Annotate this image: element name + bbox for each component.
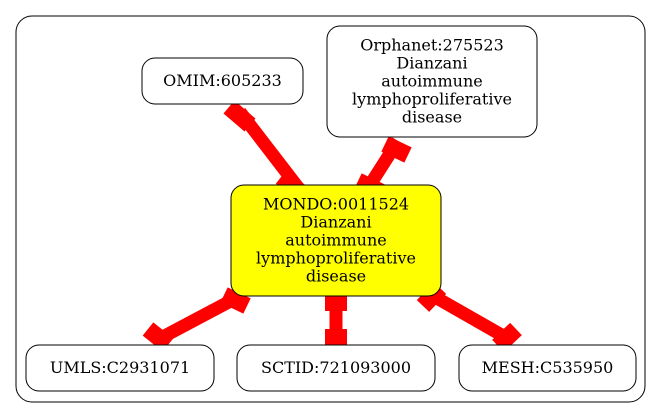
edge-omim-mondo — [223, 100, 309, 201]
node-mondo-line: disease — [306, 267, 366, 286]
node-mesh: MESH:C535950 — [458, 344, 637, 392]
node-mesh-line: MESH:C535950 — [482, 358, 614, 377]
node-orphanet-line: lymphoproliferative — [352, 90, 512, 109]
node-mondo-line: autoimmune — [285, 231, 386, 250]
edge-mondo-umls — [142, 287, 251, 352]
node-mondo-line: lymphoproliferative — [256, 249, 416, 268]
node-sctid-line: SCTID:721093000 — [261, 358, 411, 377]
edge-mondo-sctid — [325, 291, 347, 349]
node-orphanet-line: autoimmune — [381, 72, 482, 91]
node-orphanet-line: disease — [402, 108, 462, 127]
node-omim-label: OMIM:605233 — [163, 71, 282, 90]
node-umls: UMLS:C2931071 — [25, 344, 215, 392]
node-sctid-label: SCTID:721093000 — [261, 358, 411, 377]
edge-orphanet-mondo — [354, 136, 412, 200]
node-umls-label: UMLS:C2931071 — [50, 358, 190, 377]
node-omim: OMIM:605233 — [141, 57, 304, 105]
node-omim-line: OMIM:605233 — [163, 71, 282, 90]
node-orphanet-line: Orphanet:275523 — [360, 36, 504, 55]
cluster-frame — [15, 15, 646, 403]
node-mondo-line: Dianzani — [300, 213, 371, 232]
node-mondo-line: MONDO:0011524 — [263, 195, 409, 214]
edges-group — [142, 100, 522, 353]
node-orphanet-line: Dianzani — [396, 54, 467, 73]
node-mesh-label: MESH:C535950 — [482, 358, 614, 377]
node-sctid: SCTID:721093000 — [236, 344, 436, 392]
node-umls-line: UMLS:C2931071 — [50, 358, 190, 377]
edge-mondo-mesh — [416, 282, 522, 353]
